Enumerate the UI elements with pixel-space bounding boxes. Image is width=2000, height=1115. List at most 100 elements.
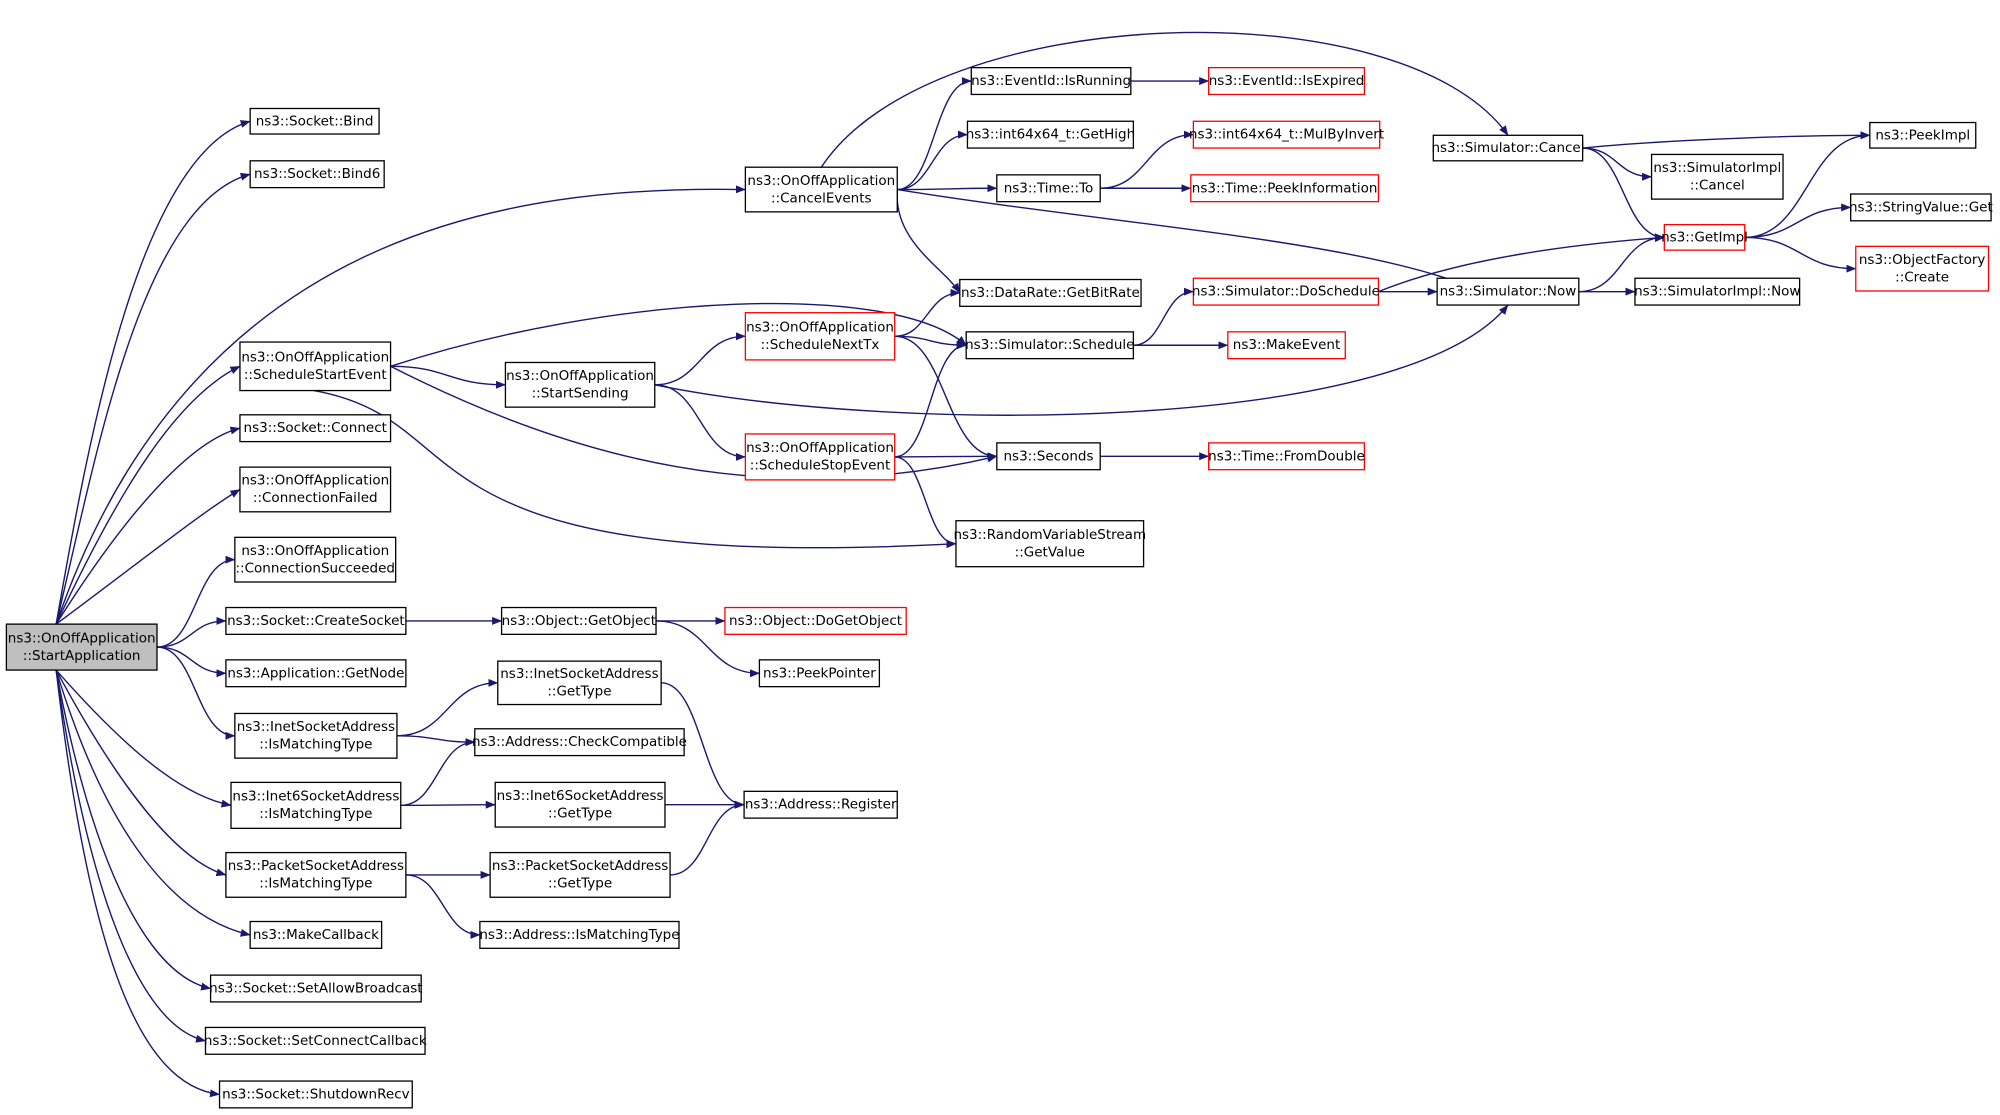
node-box — [474, 728, 685, 757]
node-label: ns3::DataRate::GetBitRate — [961, 285, 1140, 301]
node-label: ns3::OnOffApplication — [241, 473, 389, 489]
node-peekPointer[interactable]: ns3::PeekPointer — [758, 659, 881, 688]
node-box — [239, 414, 392, 443]
node-mulByInvert[interactable]: ns3::int64x64_t::MulByInvert — [1189, 120, 1384, 149]
node-inet6Match[interactable]: ns3::Inet6SocketAddress::IsMatchingType — [230, 781, 402, 829]
node-connFailed[interactable]: ns3::OnOffApplication::ConnectionFailed — [239, 466, 392, 513]
edge-startSending-to-schedStop — [654, 384, 746, 461]
node-shutdownRecv[interactable]: ns3::Socket::ShutdownRecv — [218, 1080, 413, 1109]
node-box — [965, 331, 1135, 360]
node-getNode[interactable]: ns3::Application::GetNode — [225, 659, 407, 688]
node-makeCallback[interactable]: ns3::MakeCallback — [249, 920, 383, 949]
node-objFactoryCreate[interactable]: ns3::ObjectFactory::Create — [1855, 245, 1990, 292]
node-label: ns3::PeekImpl — [1875, 127, 1970, 143]
node-getHigh[interactable]: ns3::int64x64_t::GetHigh — [966, 120, 1135, 149]
node-simImplNow[interactable]: ns3::SimulatorImpl::Now — [1634, 277, 1800, 306]
node-label: ::StartSending — [532, 386, 629, 402]
node-peekInfo[interactable]: ns3::Time::PeekInformation — [1190, 174, 1380, 203]
node-box — [1869, 121, 1977, 149]
node-peekImpl[interactable]: ns3::PeekImpl — [1869, 121, 1977, 149]
node-box — [225, 606, 407, 635]
node-box — [1855, 245, 1990, 292]
node-box — [500, 606, 657, 635]
edge-startApp-to-createSocket — [156, 616, 227, 648]
node-label: ns3::Object::DoGetObject — [729, 613, 902, 629]
node-label: ::ConnectionFailed — [253, 490, 378, 506]
node-label: ::ScheduleNextTx — [761, 337, 880, 353]
node-getImpl[interactable]: ns3::GetImpl — [1661, 223, 1748, 251]
node-inetMatch[interactable]: ns3::InetSocketAddress::IsMatchingType — [234, 712, 398, 759]
node-doGetObject[interactable]: ns3::Object::DoGetObject — [724, 606, 907, 635]
node-label: ::IsMatchingType — [259, 876, 372, 892]
node-addrRegister[interactable]: ns3::Address::Register — [743, 790, 898, 819]
node-startApp[interactable]: ns3::OnOffApplication::StartApplication — [5, 623, 158, 671]
node-packetMatch[interactable]: ns3::PacketSocketAddress::IsMatchingType — [225, 851, 407, 898]
edge-startApp-to-connSucc — [156, 555, 236, 648]
node-bind[interactable]: ns3::Socket::Bind — [249, 107, 380, 135]
edge-packetGetType-to-addrRegister — [670, 800, 745, 876]
edge-simCancel-to-simImplCancel — [1582, 147, 1653, 181]
edge-schedStop-to-seconds — [894, 452, 998, 461]
node-fromDouble[interactable]: ns3::Time::FromDouble — [1208, 442, 1366, 471]
node-label: ::GetType — [548, 876, 612, 892]
node-connect[interactable]: ns3::Socket::Connect — [239, 414, 392, 443]
edge-cancelEvents-to-getBitRate — [896, 189, 961, 294]
node-startSending[interactable]: ns3::OnOffApplication::StartSending — [504, 361, 656, 408]
node-seconds[interactable]: ns3::Seconds — [996, 442, 1101, 471]
edge-cancelEvents-to-isRunning — [897, 77, 972, 191]
node-setAllowBroadcast[interactable]: ns3::Socket::SetAllowBroadcast — [209, 974, 423, 1003]
edge-startApp-to-shutdownRecv — [55, 669, 221, 1098]
edge-schedStop-to-rvsGetValue — [894, 456, 957, 548]
node-timeTo[interactable]: ns3::Time::To — [996, 174, 1101, 203]
node-schedStop[interactable]: ns3::OnOffApplication::ScheduleStopEvent — [744, 433, 896, 481]
node-isRunning[interactable]: ns3::EventId::IsRunning — [970, 66, 1132, 96]
edge-startApp-to-makeCallback — [55, 669, 251, 937]
node-simNow[interactable]: ns3::Simulator::Now — [1436, 277, 1580, 306]
node-getBitRate[interactable]: ns3::DataRate::GetBitRate — [959, 278, 1142, 307]
node-box — [209, 974, 422, 1003]
node-box — [1192, 120, 1381, 149]
node-box — [744, 312, 896, 361]
node-rvsGetValue[interactable]: ns3::RandomVariableStream::GetValue — [953, 520, 1146, 568]
node-isExpired[interactable]: ns3::EventId::IsExpired — [1208, 66, 1366, 96]
node-connSucc[interactable]: ns3::OnOffApplication::ConnectionSucceed… — [234, 536, 397, 583]
node-box — [1227, 331, 1346, 360]
edge-simSchedule-to-doSchedule — [1133, 287, 1194, 346]
node-label: ns3::Time::To — [1004, 180, 1094, 196]
node-schedNextTx[interactable]: ns3::OnOffApplication::ScheduleNextTx — [744, 312, 896, 361]
node-box — [225, 659, 407, 688]
node-doSchedule[interactable]: ns3::Simulator::DoSchedule — [1192, 277, 1380, 306]
node-schedStart[interactable]: ns3::OnOffApplication::ScheduleStartEven… — [239, 341, 392, 392]
node-bind6[interactable]: ns3::Socket::Bind6 — [249, 160, 385, 189]
node-packetGetType[interactable]: ns3::PacketSocketAddress::GetType — [489, 851, 671, 898]
node-box — [743, 790, 898, 819]
node-inet6GetType[interactable]: ns3::Inet6SocketAddress::GetType — [494, 781, 666, 828]
node-label: ns3::Object::GetObject — [502, 613, 656, 629]
edge-schedStart-to-seconds — [390, 365, 998, 480]
edge-timeTo-to-mulByInvert — [1100, 130, 1194, 189]
node-addrIsMatch[interactable]: ns3::Address::IsMatchingType — [479, 920, 680, 949]
node-simImplCancel[interactable]: ns3::SimulatorImpl::Cancel — [1650, 153, 1784, 200]
node-box — [996, 174, 1101, 203]
edge-startApp-to-bind — [55, 120, 251, 625]
node-box — [234, 536, 397, 583]
node-box — [239, 341, 392, 392]
node-createSocket[interactable]: ns3::Socket::CreateSocket — [225, 606, 407, 635]
node-inetGetType[interactable]: ns3::InetSocketAddress::GetType — [497, 660, 662, 706]
edge-startApp-to-packetMatch — [55, 669, 227, 877]
node-stringValueGet[interactable]: ns3::StringValue::Get — [1849, 193, 1993, 222]
node-label: ns3::Socket::ShutdownRecv — [222, 1086, 409, 1102]
node-label: ::ConnectionSucceeded — [235, 560, 395, 576]
node-simCancel[interactable]: ns3::Simulator::Cancel — [1431, 134, 1584, 162]
node-cancelEvents[interactable]: ns3::OnOffApplication::CancelEvents — [744, 166, 898, 213]
node-getObject[interactable]: ns3::Object::GetObject — [500, 606, 657, 635]
node-makeEvent[interactable]: ns3::MakeEvent — [1227, 331, 1346, 360]
node-simSchedule[interactable]: ns3::Simulator::Schedule — [965, 331, 1135, 360]
node-checkCompat[interactable]: ns3::Address::CheckCompatible — [472, 728, 687, 757]
node-setConnCb[interactable]: ns3::Socket::SetConnectCallback — [204, 1026, 427, 1055]
node-label: ns3::OnOffApplication — [506, 368, 654, 384]
node-label: ns3::OnOffApplication — [746, 320, 894, 336]
node-label: ::ScheduleStartEvent — [244, 367, 387, 383]
edge-getImpl-to-stringValueGet — [1744, 203, 1852, 239]
